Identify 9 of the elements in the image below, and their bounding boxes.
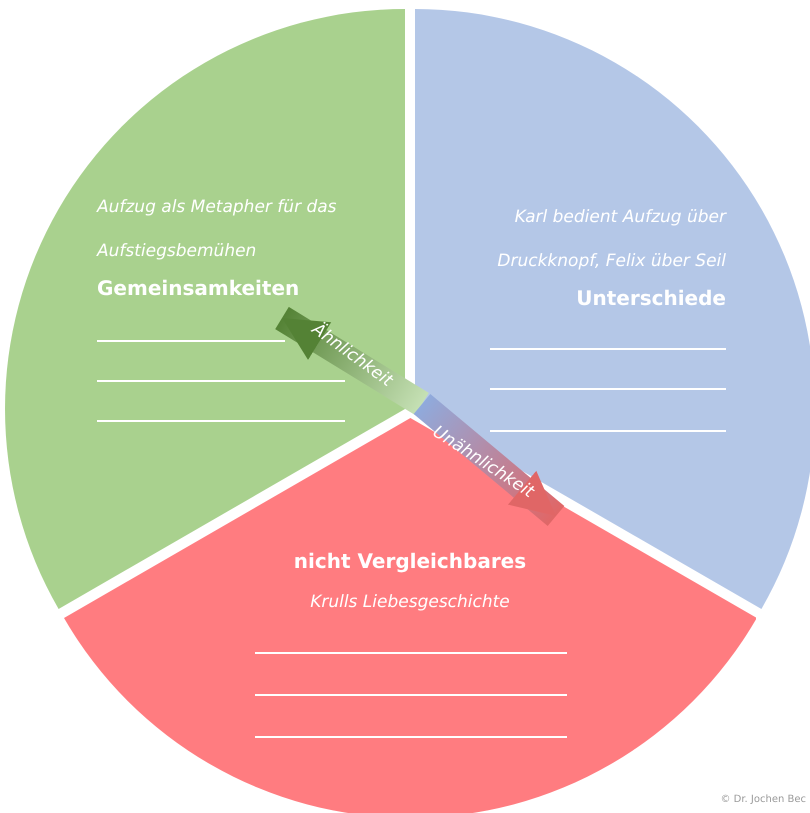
sector-heading: Unterschiede — [575, 285, 726, 311]
example-text: Krulls Liebesgeschichte — [309, 591, 511, 614]
sector-heading: Gemeinsamkeiten — [97, 275, 300, 301]
sector-heading: nicht Vergleichbares — [292, 548, 528, 574]
example-text: Aufzug als Metapher für das Aufstiegsbemühen — [97, 196, 338, 263]
example-text: Karl bedient Aufzug über Druckknopf, Felix über Seil — [496, 206, 726, 273]
arrow — [275, 306, 429, 416]
copyright-note: © Dr. Jochen Bec — [720, 794, 806, 805]
arrow — [414, 394, 564, 526]
